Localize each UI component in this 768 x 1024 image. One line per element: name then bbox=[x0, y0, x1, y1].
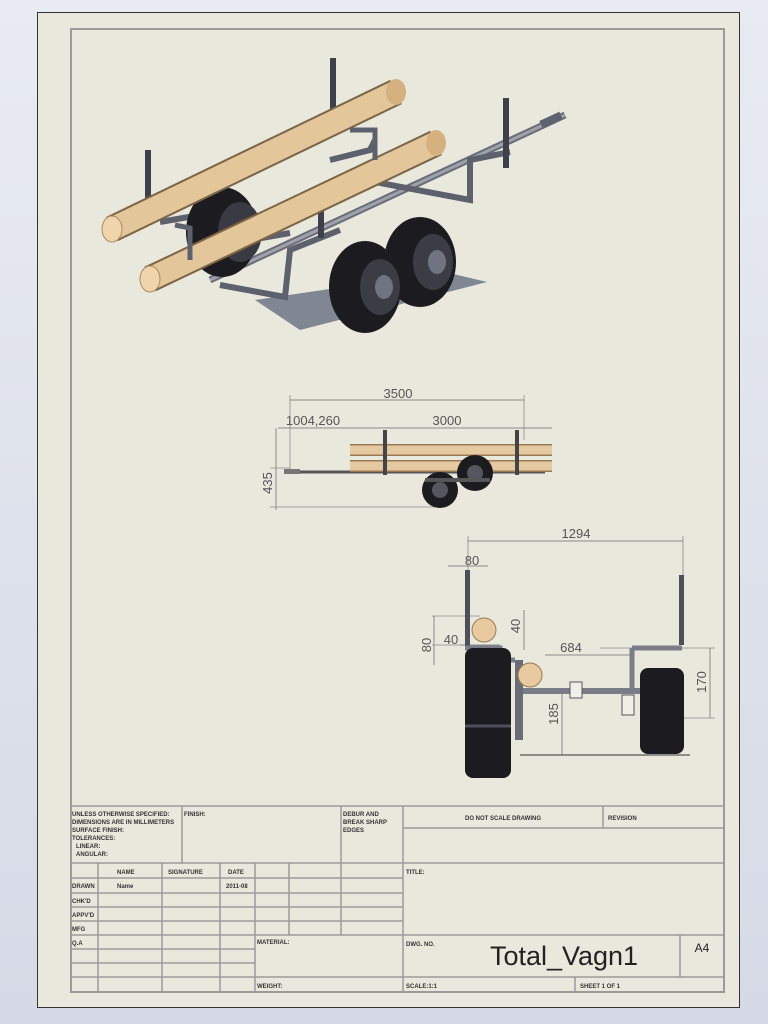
title-block bbox=[71, 805, 724, 992]
drawing-title: Total_Vagn1 bbox=[490, 941, 638, 971]
dim-ground-clearance: 185 bbox=[546, 703, 561, 725]
dwg-no-label: DWG. NO. bbox=[406, 942, 435, 948]
dim-log-diameter: 80 bbox=[419, 638, 434, 652]
side-view: 3500 1004,260 3000 435 bbox=[260, 386, 552, 510]
tolerance-line-4: TOLERANCES: bbox=[72, 836, 115, 842]
tolerance-line-2: DIMENSIONS ARE IN MILLIMETERS bbox=[72, 820, 174, 826]
rear-view: 1294 80 80 40 40 684 170 185 bbox=[419, 526, 715, 778]
sheet-size: A4 bbox=[695, 941, 710, 955]
scale-label: SCALE:1:1 bbox=[406, 984, 438, 990]
tolerance-line-1: UNLESS OTHERWISE SPECIFIED: bbox=[72, 812, 170, 818]
header-name: NAME bbox=[117, 870, 135, 876]
dim-axle-span: 684 bbox=[560, 640, 582, 655]
row-mfg: MFG bbox=[72, 927, 86, 933]
weight-label: WEIGHT: bbox=[257, 984, 282, 990]
header-signature: SIGNATURE bbox=[168, 870, 203, 876]
drawn-date: 2011-08 bbox=[226, 884, 248, 890]
isometric-view bbox=[101, 58, 567, 333]
material-label: MATERIAL: bbox=[257, 940, 290, 946]
tolerance-line-3: SURFACE FINISH: bbox=[72, 828, 124, 834]
deburr-line-2: BREAK SHARP bbox=[343, 820, 387, 826]
title-block-text: UNLESS OTHERWISE SPECIFIED: DIMENSIONS A… bbox=[72, 812, 710, 990]
dim-wheel-height: 170 bbox=[694, 671, 709, 693]
dim-height: 435 bbox=[260, 472, 275, 494]
header-date: DATE bbox=[228, 870, 244, 876]
row-drawn: DRAWN bbox=[72, 884, 95, 890]
drawn-name: Name bbox=[117, 884, 134, 890]
finish-label: FINISH: bbox=[184, 812, 206, 818]
revision-label: REVISION bbox=[608, 816, 637, 822]
deburr-line-3: EDGES bbox=[343, 828, 364, 834]
dont-scale-note: DO NOT SCALE DRAWING bbox=[465, 816, 541, 822]
row-approved: APPV'D bbox=[72, 913, 95, 919]
row-checked: CHK'D bbox=[72, 899, 91, 905]
tolerance-line-6: ANGULAR: bbox=[76, 852, 108, 858]
dim-total-length: 3500 bbox=[384, 386, 413, 401]
title-label: TITLE: bbox=[406, 870, 425, 876]
inner-border bbox=[70, 28, 725, 993]
tolerance-line-5: LINEAR: bbox=[76, 844, 100, 850]
dim-width: 1294 bbox=[562, 526, 591, 541]
dim-load-length: 3000 bbox=[433, 413, 462, 428]
deburr-line-1: DEBUR AND bbox=[343, 812, 379, 818]
row-qa: Q.A bbox=[72, 941, 83, 947]
dim-front-offset: 1004,260 bbox=[286, 413, 340, 428]
dim-offset-top: 80 bbox=[465, 553, 479, 568]
dim-log-offset-a: 40 bbox=[444, 632, 458, 647]
sheet-label: SHEET 1 OF 1 bbox=[580, 984, 621, 990]
dim-log-offset-b: 40 bbox=[508, 619, 523, 633]
